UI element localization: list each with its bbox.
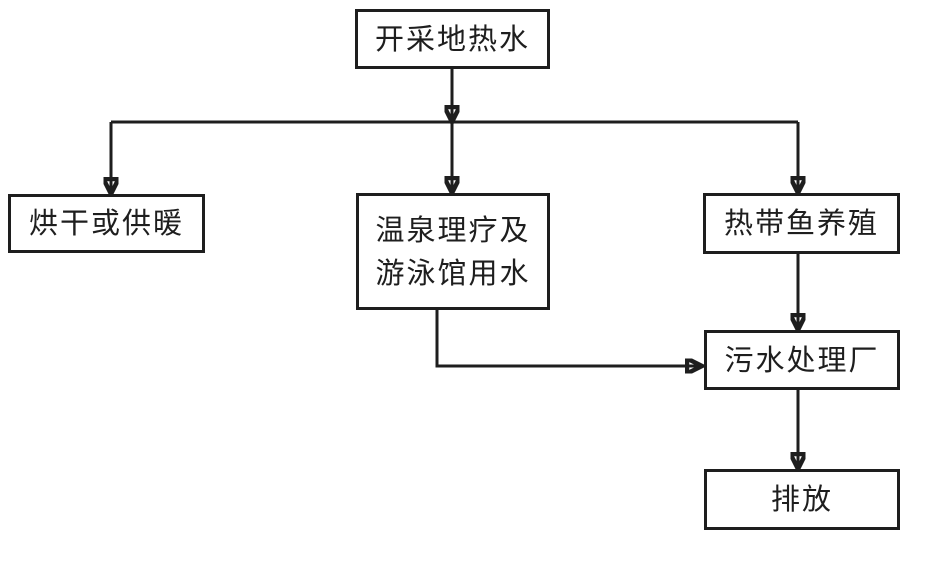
node-source-label: 开采地热水 xyxy=(374,21,530,56)
node-drying: 烘干或供暖 xyxy=(8,194,205,253)
edge-spa-to-sewage xyxy=(435,310,702,366)
node-spa: 温泉理疗及 游泳馆用水 xyxy=(356,193,550,310)
node-fish: 热带鱼养殖 xyxy=(703,193,900,254)
node-sewage: 污水处理厂 xyxy=(704,330,900,390)
node-discharge: 排放 xyxy=(704,469,900,530)
node-spa-label-line1: 温泉理疗及 xyxy=(375,213,531,248)
node-fish-label: 热带鱼养殖 xyxy=(723,206,879,241)
node-source: 开采地热水 xyxy=(355,9,550,69)
node-discharge-label: 排放 xyxy=(770,482,833,517)
node-spa-label-line2: 游泳馆用水 xyxy=(375,255,531,290)
node-sewage-label: 污水处理厂 xyxy=(724,342,880,377)
node-drying-label: 烘干或供暖 xyxy=(28,206,184,241)
